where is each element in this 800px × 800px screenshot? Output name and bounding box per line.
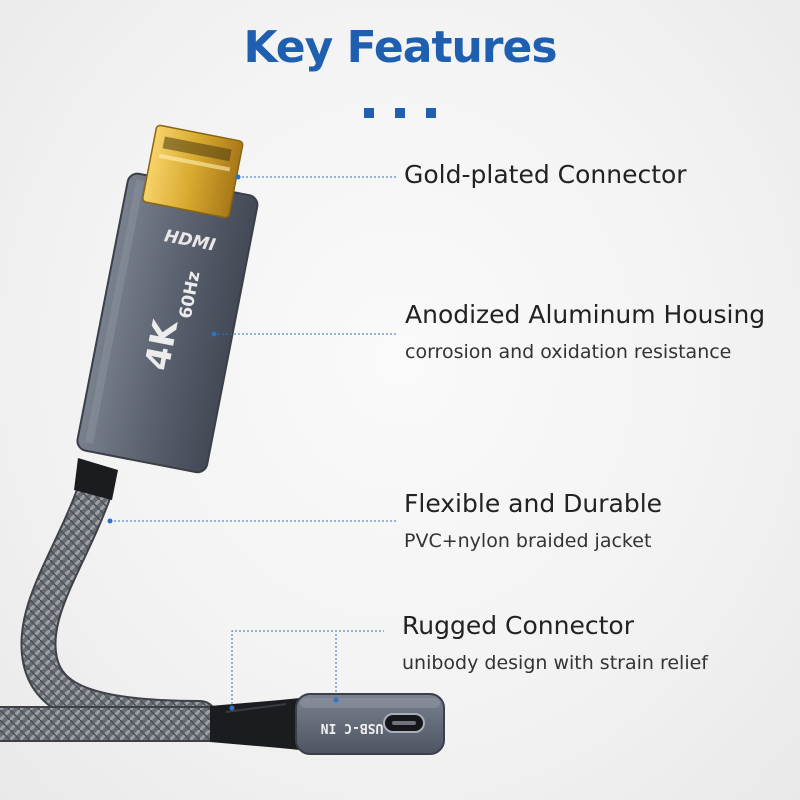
usbc-housing bbox=[295, 693, 445, 755]
callout-lines bbox=[110, 176, 398, 708]
page-title: Key Features bbox=[243, 22, 557, 73]
feature-rugged-connector: Rugged Connector unibody design with str… bbox=[402, 611, 708, 675]
feature-aluminum-housing: Anodized Aluminum Housing corrosion and … bbox=[405, 300, 765, 364]
usbc-strain-relief bbox=[210, 698, 300, 750]
feature-subtitle: unibody design with strain relief bbox=[402, 652, 708, 674]
feature-gold-plated: Gold-plated Connector bbox=[404, 160, 687, 190]
title-divider-dots bbox=[364, 108, 436, 118]
usbc-label: USB-C IN bbox=[321, 720, 384, 735]
feature-subtitle: corrosion and oxidation resistance bbox=[405, 341, 732, 363]
feature-title: Rugged Connector bbox=[402, 611, 634, 640]
feature-subtitle: PVC+nylon braided jacket bbox=[404, 530, 652, 552]
feature-title: Gold-plated Connector bbox=[404, 160, 687, 189]
resolution-label: 4K bbox=[138, 315, 187, 373]
feature-flexible-durable: Flexible and Durable PVC+nylon braided j… bbox=[404, 489, 662, 553]
feature-title: Anodized Aluminum Housing bbox=[405, 300, 766, 329]
feature-title: Flexible and Durable bbox=[404, 489, 663, 518]
gold-connector-tip bbox=[142, 124, 244, 219]
hdmi-strain-relief bbox=[74, 458, 118, 500]
